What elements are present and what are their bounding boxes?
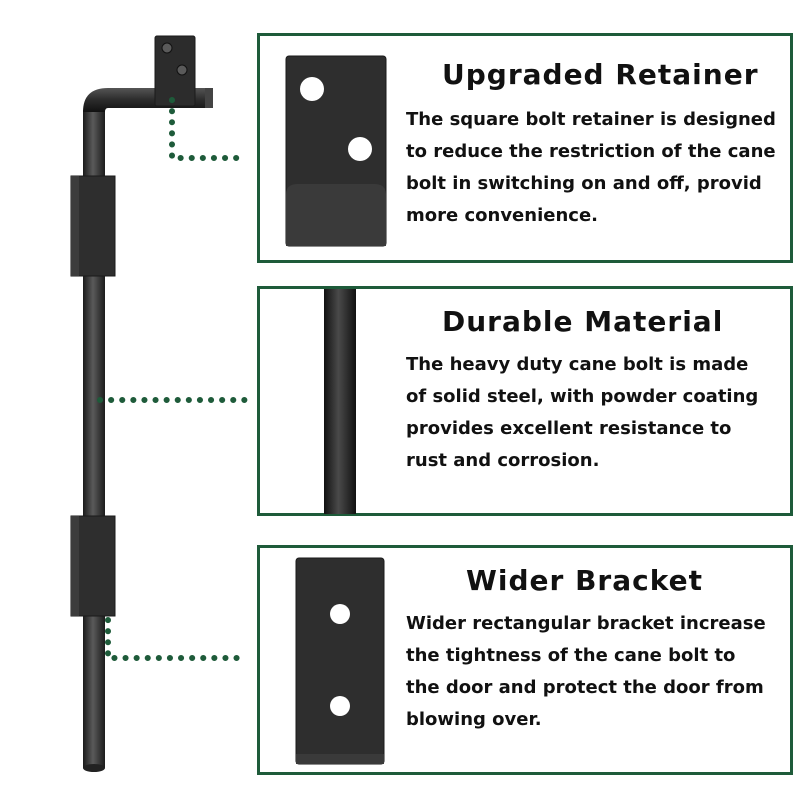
handle-end [205, 88, 213, 108]
rod-closeup-image [324, 289, 356, 514]
rod-tip [83, 764, 105, 772]
feature-panel-retainer: Upgraded Retainer The square bolt retain… [257, 33, 793, 263]
feature-panel-bracket: Wider Bracket Wider rectangular bracket … [257, 545, 793, 775]
feature-panel-material: Durable Material The heavy duty cane bol… [257, 286, 793, 516]
top-retainer [154, 35, 196, 107]
cane-bolt-illustration [70, 35, 249, 772]
feature-title-bracket: Wider Bracket [466, 564, 703, 597]
feature-desc-bracket: Wider rectangular bracket increase the t… [406, 613, 766, 730]
feature-desc-material: The heavy duty cane bolt is made of soli… [406, 354, 759, 471]
leader-line-1 [169, 97, 249, 161]
feature-title-retainer: Upgraded Retainer [442, 58, 759, 91]
feature-title-material: Durable Material [442, 305, 724, 338]
bracket-image [295, 557, 385, 765]
feature-desc-retainer: The square bolt retainer is designed to … [406, 109, 776, 226]
retainer-screw-1 [161, 42, 173, 54]
retainer-image [285, 55, 387, 247]
leader-line-3 [105, 617, 249, 661]
retainer-screw-2 [176, 64, 188, 76]
